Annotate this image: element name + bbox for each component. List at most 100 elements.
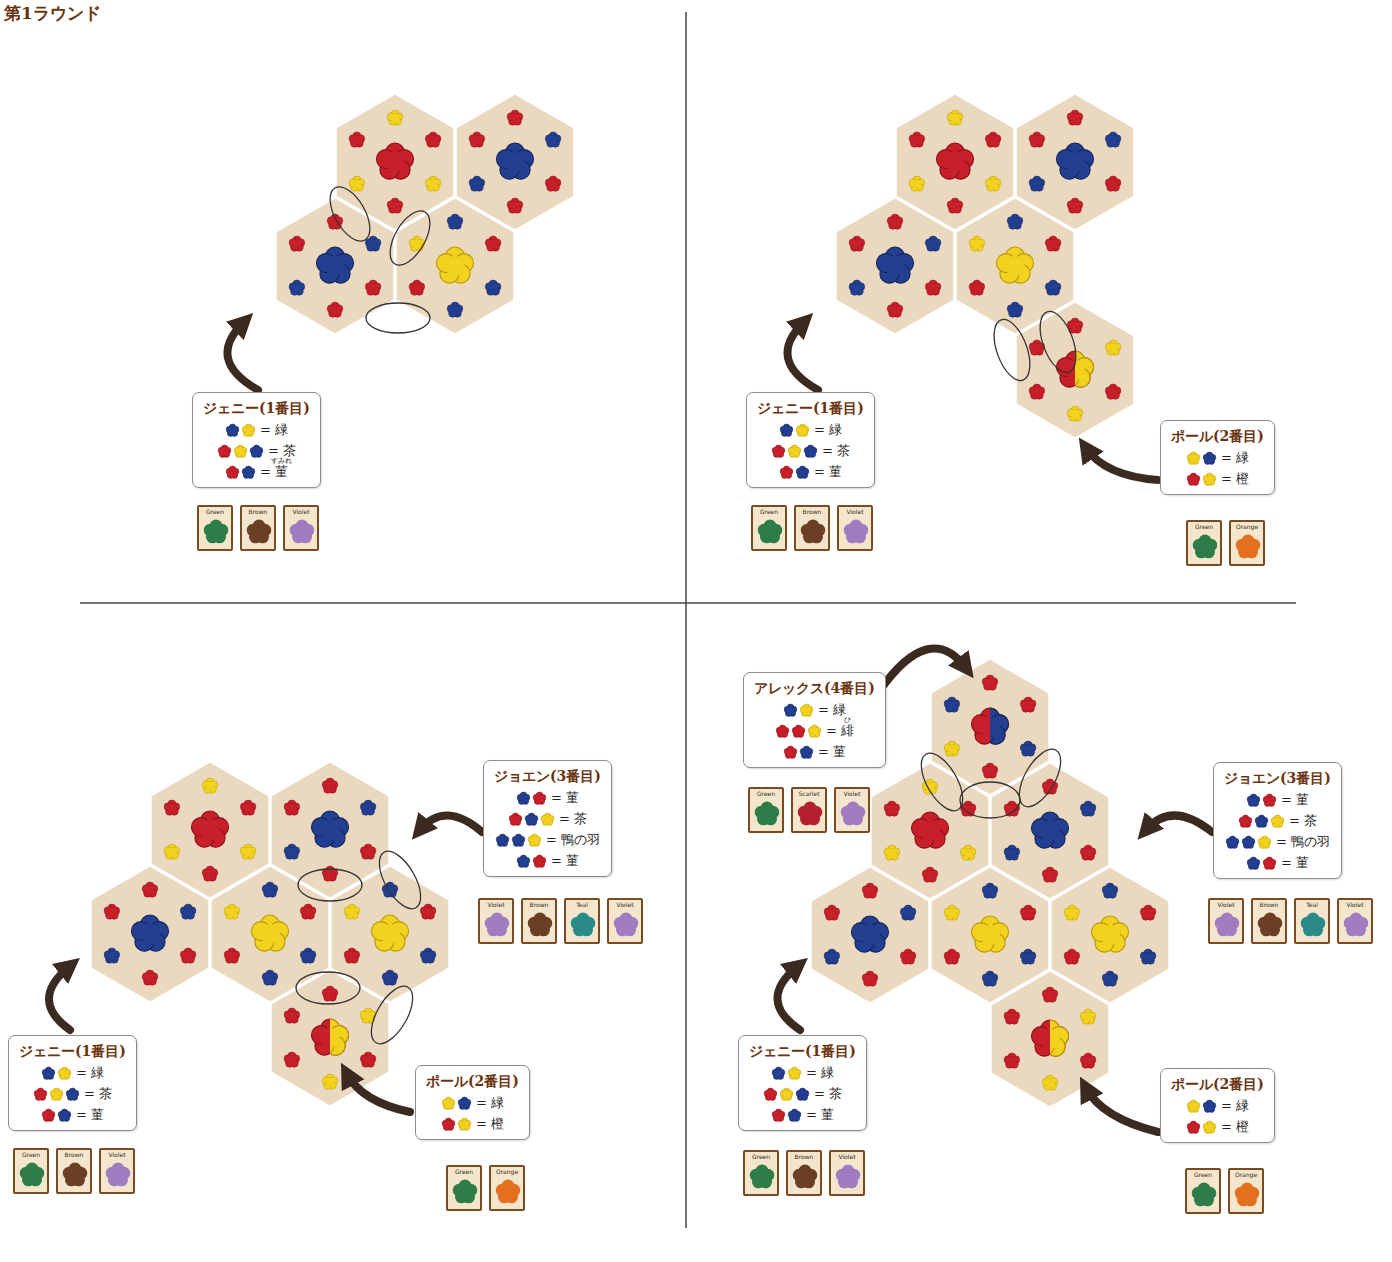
flower-icon: [1257, 835, 1272, 850]
combo-row: = 鴨の羽: [494, 831, 601, 849]
flower-icon: [1202, 472, 1217, 487]
player-box: アレックス(4番目) = 緑 = 緋 = 菫: [743, 672, 886, 768]
combo-row: = 緑: [426, 1094, 519, 1112]
card-name: Brown: [242, 508, 274, 516]
player-box: ジェニー(1番目)= 緑= 茶= 菫: [192, 392, 321, 488]
combo-row: = 橙: [426, 1115, 519, 1133]
color-result: = 橙: [1221, 1118, 1249, 1136]
separator: [80, 602, 1296, 604]
color-result: = 緋: [826, 722, 854, 740]
combo-row: = 緑: [754, 701, 875, 719]
card-flower: [494, 1178, 522, 1206]
player-box: ポール(2番目)= 緑= 橙: [1160, 1068, 1275, 1143]
card-flower: [1256, 911, 1284, 939]
card-name: Green: [745, 1153, 777, 1161]
card-name: Violet: [839, 508, 871, 516]
color-card: Brown: [794, 505, 830, 551]
card-flower: [753, 800, 781, 828]
player-name: ジェニー(1番目): [203, 398, 310, 418]
card-name: Orange: [1230, 1171, 1262, 1179]
color-result: = 緑: [76, 1064, 104, 1082]
combo-row: = 菫: [19, 1106, 126, 1124]
flower-icon: [795, 423, 810, 438]
combo-row: = 菫: [757, 463, 864, 481]
card-name: Green: [448, 1168, 480, 1176]
card-flower: [791, 1163, 819, 1191]
color-result: = 菫: [551, 852, 579, 870]
color-card: Orange: [489, 1165, 525, 1211]
color-card: Green: [751, 505, 787, 551]
color-card: Violet: [607, 898, 643, 944]
color-card: Green: [197, 505, 233, 551]
flower-icon: [441, 1096, 456, 1111]
flower-icon: [1202, 1120, 1217, 1135]
card-name: Violet: [831, 1153, 863, 1161]
color-result: = 茶: [84, 1085, 112, 1103]
card-flower: [842, 518, 870, 546]
flower-icon: [787, 444, 802, 459]
color-result: = 菫: [818, 743, 846, 761]
player-name: アレックス(4番目): [754, 678, 875, 698]
ruby-reading: ひ: [844, 717, 851, 724]
flower-icon: [65, 1087, 80, 1102]
color-card: Violet: [99, 1148, 135, 1194]
color-result: = 緑: [260, 421, 288, 439]
flower-icon: [787, 1066, 802, 1081]
flower-icon: [1225, 835, 1240, 850]
card-name: Violet: [480, 901, 512, 909]
player-name: ジョエン(3番目): [1224, 768, 1331, 788]
card-flower: [748, 1163, 776, 1191]
flower-icon: [49, 1087, 64, 1102]
card-flower: [61, 1161, 89, 1189]
player-name: ポール(2番目): [426, 1071, 519, 1091]
card-name: Violet: [285, 508, 317, 516]
color-result: = 鴨の羽: [1276, 833, 1330, 851]
card-flower: [1191, 533, 1219, 561]
color-card: Brown: [240, 505, 276, 551]
card-name: Violet: [101, 1151, 133, 1159]
color-result: = 橙: [1221, 470, 1249, 488]
player-name: ジェニー(1番目): [749, 1041, 856, 1061]
card-flower: [799, 518, 827, 546]
color-result: = 菫: [1281, 791, 1309, 809]
flower-icon: [41, 1108, 56, 1123]
color-card: Brown: [1251, 898, 1287, 944]
color-result: = 茶: [559, 810, 587, 828]
combo-row: = 緑: [1171, 1097, 1264, 1115]
color-card: Brown: [786, 1150, 822, 1196]
flower-icon: [540, 812, 555, 827]
player-name: ジェニー(1番目): [757, 398, 864, 418]
flower-icon: [779, 1087, 794, 1102]
round-title: 第1ラウンド: [4, 2, 101, 24]
card-name: Teal: [1296, 901, 1328, 909]
flower-icon: [57, 1066, 72, 1081]
combo-row: = 菫: [203, 463, 310, 481]
flower-icon: [241, 465, 256, 480]
hex-tiles: [90, 93, 1170, 1108]
color-result: = 緑: [806, 1064, 834, 1082]
player-box: ポール(2番目)= 緑= 橙: [1160, 420, 1275, 495]
flower-icon: [1238, 814, 1253, 829]
color-result: = 緑: [1221, 1097, 1249, 1115]
flower-icon: [532, 791, 547, 806]
combo-row: = 菫: [1224, 791, 1331, 809]
flower-icon: [807, 724, 822, 739]
card-name: Brown: [58, 1151, 90, 1159]
color-result: = 菫: [76, 1106, 104, 1124]
combo-row: = 緋: [754, 722, 875, 740]
flower-icon: [1202, 451, 1217, 466]
card-flower: [451, 1178, 479, 1206]
card-name: Brown: [796, 508, 828, 516]
flower-icon: [524, 812, 539, 827]
flower-icon: [1246, 856, 1261, 871]
player-box: ジョエン(3番目)= 菫= 茶= 鴨の羽= 菫: [1213, 762, 1342, 879]
card-name: Green: [1188, 523, 1220, 531]
card-flower: [1233, 1181, 1261, 1209]
flower-icon: [775, 724, 790, 739]
flower-icon: [508, 812, 523, 827]
flower-icon: [233, 444, 248, 459]
player-name: ジョエン(3番目): [494, 766, 601, 786]
card-flower: [834, 1163, 862, 1191]
flower-icon: [779, 423, 794, 438]
combo-row: = 茶: [1224, 812, 1331, 830]
